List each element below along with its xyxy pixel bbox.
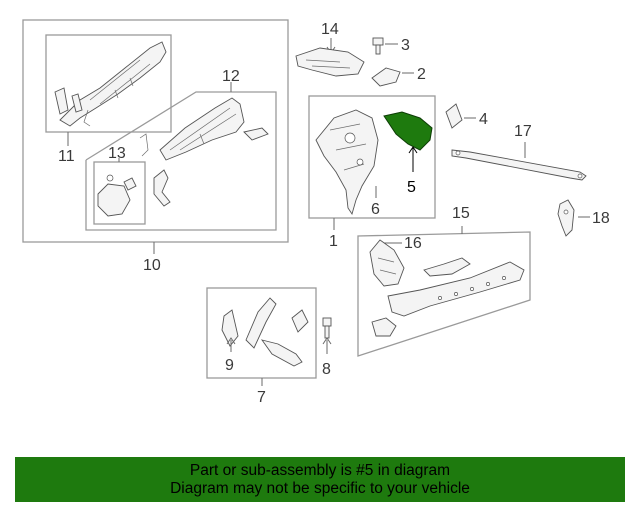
- part-14-bracket: [295, 47, 365, 77]
- part-4-clip: [445, 103, 463, 129]
- parts-diagram: 10 11 12 13 14 3: [22, 19, 610, 406]
- callout-12: 12: [222, 68, 240, 85]
- part-12-rail: [139, 97, 269, 161]
- part-3-bolt: [372, 37, 384, 55]
- callout-6: 6: [371, 201, 380, 218]
- part-15-side-member: [371, 257, 525, 337]
- callout-13: 13: [108, 145, 126, 162]
- part-18-bracket: [557, 199, 575, 237]
- callout-8: 8: [322, 361, 331, 378]
- part-1-apron: [315, 109, 379, 216]
- callout-11: 11: [58, 148, 75, 165]
- callout-16: 16: [404, 235, 422, 252]
- callout-7: 7: [257, 389, 266, 406]
- part-16-bracket: [369, 239, 405, 287]
- callout-10: 10: [143, 257, 161, 274]
- part-8-stud: [322, 317, 332, 339]
- callout-2: 2: [417, 66, 426, 83]
- footer-line-1: Part or sub-assembly is #5 in diagram: [189, 461, 451, 479]
- part-10-small-bracket: [153, 169, 171, 207]
- part-5-highlighted: [383, 111, 433, 151]
- callout-9: 9: [225, 357, 234, 374]
- callout-14: 14: [321, 21, 339, 38]
- part-17-brace: [451, 149, 587, 181]
- callout-4: 4: [479, 111, 488, 128]
- group-11-frame: [45, 34, 172, 133]
- part-13-bracket: [97, 174, 137, 217]
- footer-line-2: Diagram may not be specific to your vehi…: [170, 479, 470, 497]
- group-15-frame: [357, 231, 531, 357]
- footer-banner: Part or sub-assembly is #5 in diagram Di…: [15, 457, 625, 502]
- part-11-rail: [54, 41, 167, 127]
- callout-17: 17: [514, 123, 532, 140]
- callout-5: 5: [407, 179, 416, 196]
- callout-1: 1: [329, 233, 338, 250]
- callout-3: 3: [401, 37, 410, 54]
- callout-15: 15: [452, 205, 470, 222]
- group-1-frame: [308, 95, 436, 219]
- group-10-frame: [22, 19, 289, 243]
- part-2-nut: [371, 67, 401, 87]
- group-12-frame: [85, 91, 277, 231]
- part-7-reinforcement: [221, 297, 309, 367]
- callout-18: 18: [592, 210, 610, 227]
